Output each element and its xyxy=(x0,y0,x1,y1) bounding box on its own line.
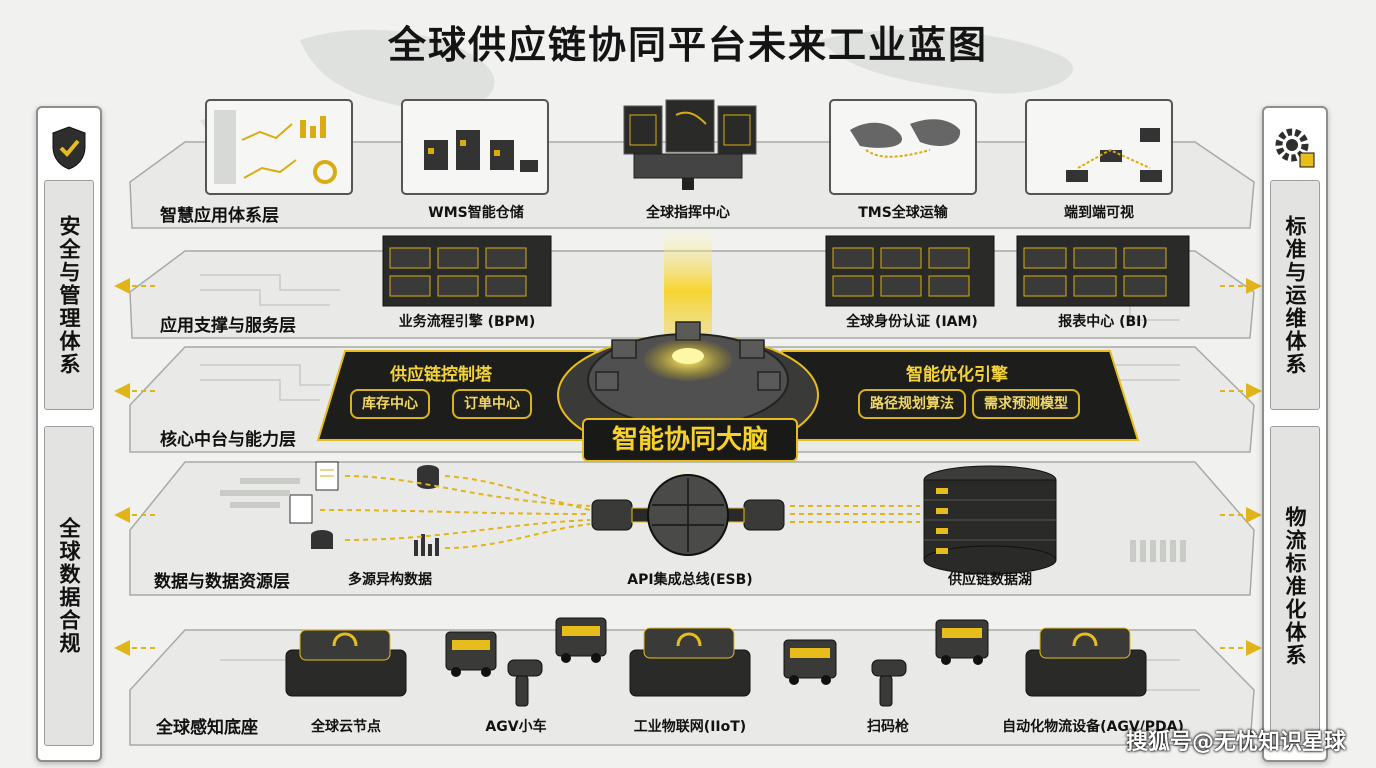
watermark: 搜狐号@无忧知识星球 xyxy=(1126,724,1346,756)
node-data-lake: 供应链数据湖 xyxy=(948,569,1032,589)
page-title: 全球供应链协同平台未来工业蓝图 xyxy=(0,14,1376,69)
node-esb: API集成总线(ESB) xyxy=(627,569,752,589)
node-iiot: 工业物联网(IIoT) xyxy=(634,716,746,736)
left-pillar-top-label: 安全与管理体系 xyxy=(54,215,84,376)
world-map-screen xyxy=(830,100,976,194)
optimization-engine-title: 智能优化引擎 xyxy=(906,360,1008,385)
agv-cart-2 xyxy=(556,618,606,663)
node-agv: AGV小车 xyxy=(485,716,546,736)
bi-server-rack xyxy=(1017,236,1189,306)
node-bi: 报表中心 (BI) xyxy=(1058,311,1148,331)
gear-wrench-icon xyxy=(1264,118,1326,178)
agv-cart-4 xyxy=(936,620,988,665)
left-pillar-bottom-box: 全球数据合规 xyxy=(44,426,94,746)
right-pillar-top-box: 标准与运维体系 xyxy=(1270,180,1320,410)
layer-label-core: 核心中台与能力层 xyxy=(160,425,296,450)
iiot-chip xyxy=(630,628,750,696)
brain-label: 智能协同大脑 xyxy=(582,418,798,462)
left-pillar-top-box: 安全与管理体系 xyxy=(44,180,94,410)
dashboard-screen-1 xyxy=(206,100,352,194)
cloud-node-chip-1 xyxy=(286,630,406,696)
node-scanner: 扫码枪 xyxy=(867,716,909,736)
data-lake-icon xyxy=(924,466,1056,574)
cloud-node-chip-2 xyxy=(1026,628,1146,696)
node-visibility: 端到端可视 xyxy=(1064,202,1134,222)
pill-demand-forecast: 需求预测模型 xyxy=(972,389,1080,419)
app-layer-icons xyxy=(206,100,1172,194)
iam-server-rack xyxy=(826,236,994,306)
pill-order-center: 订单中心 xyxy=(452,389,532,419)
pill-route-planning: 路径规划算法 xyxy=(858,389,966,419)
right-pillar-bottom-box: 物流标准化体系 xyxy=(1270,426,1320,746)
node-iam: 全球身份认证 (IAM) xyxy=(846,311,978,331)
bpm-server-rack xyxy=(383,236,551,306)
node-bpm: 业务流程引擎 (BPM) xyxy=(399,311,536,331)
node-multi-source-data: 多源异构数据 xyxy=(348,569,432,589)
right-pillar-bottom-label: 物流标准化体系 xyxy=(1280,506,1310,667)
node-cloud-node: 全球云节点 xyxy=(311,716,381,736)
agv-cart-1 xyxy=(446,632,496,677)
pill-inventory-center: 库存中心 xyxy=(350,389,430,419)
left-pillar: 安全与管理体系 全球数据合规 xyxy=(36,106,102,762)
tracking-screen xyxy=(1026,100,1172,194)
node-wms: WMS智能仓储 xyxy=(428,202,523,222)
left-pillar-bottom-label: 全球数据合规 xyxy=(54,517,84,655)
layer-label-data: 数据与数据资源层 xyxy=(154,567,290,592)
agv-cart-3 xyxy=(784,640,836,685)
warehouse-screen xyxy=(402,100,548,194)
layer-label-app: 智慧应用体系层 xyxy=(160,201,279,226)
right-pillar-top-label: 标准与运维体系 xyxy=(1280,215,1310,376)
layer-label-sensing: 全球感知底座 xyxy=(156,713,258,738)
layer-label-service: 应用支撑与服务层 xyxy=(160,311,296,336)
shield-icon xyxy=(38,118,100,178)
right-pillar: 标准与运维体系 物流标准化体系 xyxy=(1262,106,1328,762)
node-command-center: 全球指挥中心 xyxy=(646,202,730,222)
control-tower-title: 供应链控制塔 xyxy=(390,360,492,385)
node-tms: TMS全球运输 xyxy=(858,202,948,222)
command-center-icon xyxy=(624,100,756,190)
